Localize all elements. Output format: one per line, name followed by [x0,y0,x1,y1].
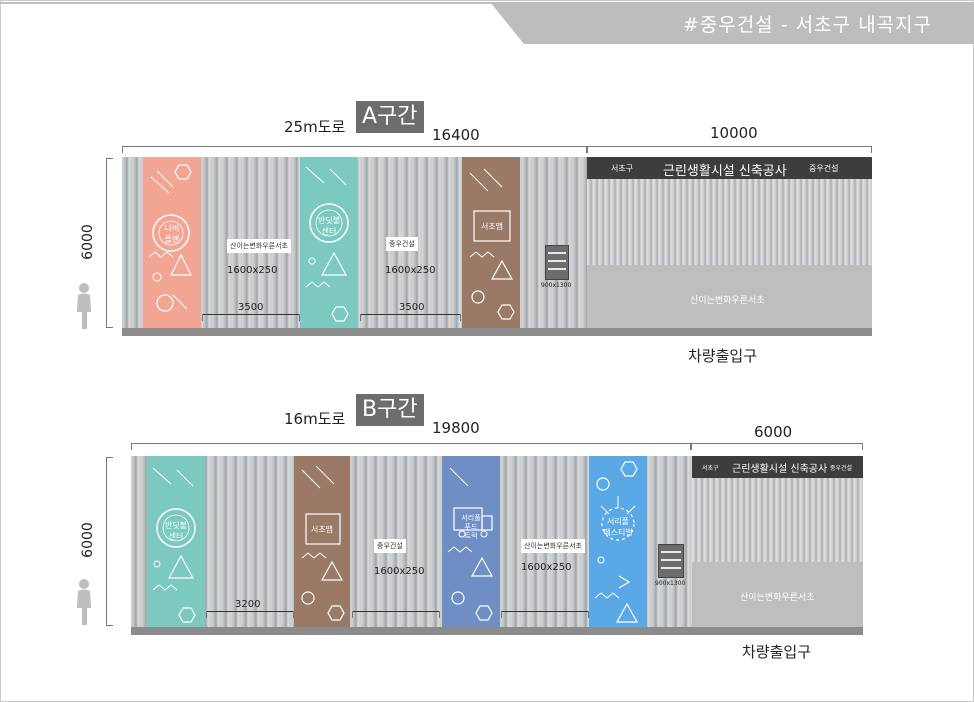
person-icon [77,283,91,329]
banner-seocho-map-a-label: 서초맵 [480,222,504,231]
section-a-height: 6000 [79,224,96,260]
banner-festival-label: 서리풀 페스티벌 [603,517,633,537]
section-a-poster-size: 900x1300 [541,282,572,289]
section-b-ground [131,627,863,635]
banner-shapes [469,168,515,320]
banner-shapes [152,467,196,623]
section-b-span-2-line [352,611,440,618]
section-a-span-2: 3500 [399,302,425,313]
header-title: #중우건설 - 서초구 내곡지구 [682,14,932,36]
section-a-length-main: 16400 [432,126,480,144]
gate-b-title: 근린생활시설 신축공사 [732,464,828,475]
section-b-length-main: 19800 [432,419,480,437]
person-icon [77,579,91,625]
banner-food-truck: 서리풀 푸드 트럭 [442,456,500,627]
banner-shapes [447,467,494,621]
header-tab [490,2,974,44]
section-a-sign-2: 중우건설 [386,237,418,251]
section-a-height-dim [106,158,113,328]
section-b-poster-size: 900x1300 [655,580,686,587]
banner-seocho-map-b-label: 서초맵 [310,525,334,534]
section-a-ground [122,328,872,336]
gate-a-slogan: 산이는변화우른서초 [690,296,765,306]
section-a-span-1: 3500 [238,302,264,313]
section-b-gate: 서초구 근린생활시설 신축공사 중우건설 산이는변화우른서초 [692,456,863,627]
banner-shapes [305,166,349,322]
section-a-sign-2-size: 1600x250 [385,265,436,276]
section-b-sign-1-size: 1600x250 [374,566,425,577]
section-a-dim-gate [587,146,872,153]
section-a-gate: 서초구 근린생활시설 신축공사 중우건설 산이는변화우른서초 [587,157,872,328]
gate-a-right: 중우건설 [809,164,839,173]
banner-bandit-b: 반딧불 센터 [147,456,205,627]
section-a-name: A구간 [356,101,424,133]
banner-shapes [148,164,192,312]
section-b-sign-2: 산이는변화우른서초 [521,539,585,553]
section-b-sign-1: 중우건설 [374,539,406,553]
banner-seocho-map-a: 서초맵 [462,157,520,328]
header-line [0,2,974,4]
section-b-span-3-line [501,611,589,618]
banner-bandit-a-label: 반딧불 센터 [317,216,341,236]
section-a-span-2-line [360,314,461,321]
banner-food-truck-label: 서리풀 푸드 트럭 [461,514,481,540]
section-b-dim-gate [691,443,863,450]
gate-a-title: 근린생활시설 신축공사 [663,164,787,179]
banner-nabi: 나비 플랜 [143,157,201,328]
banner-bandit-a: 반딧불 센터 [300,157,358,328]
banner-nabi-label: 나비 플랜 [164,224,180,244]
section-b-span-1: 3200 [235,599,261,610]
banner-seocho-map-b: 서초맵 [294,456,350,627]
banner-bandit-b-label: 반딧불 센터 [164,521,188,541]
section-b-sign-2-size: 1600x250 [521,562,572,573]
section-b-dim-main [131,443,691,450]
gate-a-left: 서초구 [611,164,634,173]
section-b-name: B구간 [356,394,424,426]
section-a-span-1-line [202,314,300,321]
section-a-poster [545,245,569,280]
banner-shapes [301,465,345,621]
section-a-entrance: 차량출입구 [688,347,758,365]
section-b-road: 16m도로 [284,410,346,428]
section-a-sign-1-size: 1600x250 [227,265,278,276]
section-b-entrance: 차량출입구 [742,643,812,661]
section-b-height: 6000 [79,522,96,558]
gate-b-right: 중우건설 [830,465,853,472]
section-b-height-dim [106,457,113,626]
section-b-span-1-line [206,611,294,618]
section-b-poster [658,544,684,578]
section-a-dim-main [122,146,587,153]
banner-shapes [594,461,639,623]
section-a-road: 25m도로 [284,118,346,136]
section-a-sign-1: 산이는변화우른서초 [227,239,291,253]
section-a-length-gate: 10000 [710,124,758,142]
gate-b-slogan: 산이는변화우른서초 [740,593,815,603]
gate-b-left: 서초구 [702,465,719,472]
section-b-length-gate: 6000 [754,423,793,441]
banner-festival: 서리풀 페스티벌 [589,456,647,627]
